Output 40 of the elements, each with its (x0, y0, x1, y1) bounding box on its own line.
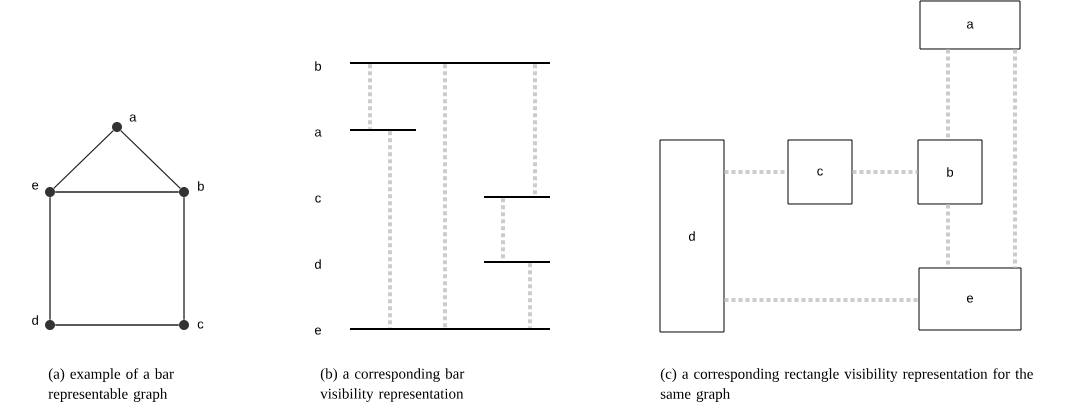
connector-line (54, 191, 180, 193)
connector-line (53, 129, 114, 189)
rectangle-box: b (917, 139, 983, 205)
connector-line (388, 131, 392, 328)
caption: (a) example of a bar representable graph (48, 368, 174, 402)
node-label: c (197, 321, 204, 329)
rectangle-box: d (659, 139, 725, 333)
connector-line (1013, 49, 1017, 268)
node-label: a (129, 114, 137, 122)
caption: (b) a corresponding bar visibility representation (320, 368, 465, 402)
connector-line (368, 64, 372, 129)
rectangle-box: c (787, 139, 853, 205)
bar (350, 128, 416, 132)
connector-line (443, 64, 447, 328)
connector-line (183, 196, 185, 321)
caption: (c) a corresponding rectangle visibility representation for the same graph (660, 368, 1033, 402)
bar (350, 327, 550, 331)
connector-line (724, 298, 919, 302)
connector-line (501, 198, 505, 261)
bar (350, 61, 550, 65)
connector-line (852, 170, 918, 174)
connector-line (724, 170, 788, 174)
connector-line (49, 196, 51, 321)
connector-line (946, 49, 950, 140)
rectangle-box: a (919, 0, 1021, 50)
node-label: b (315, 61, 322, 71)
connector-line (528, 263, 532, 328)
connector-line (120, 129, 181, 189)
node-label: d (32, 315, 38, 325)
row-label: d (314, 259, 321, 269)
node-label: a (314, 129, 322, 137)
node-label: e (314, 327, 322, 335)
rectangle-box: e (918, 267, 1022, 331)
bar (484, 195, 550, 199)
connector-line (533, 64, 537, 196)
row-label: c (315, 195, 321, 203)
bar (484, 260, 550, 264)
connector-line (54, 324, 180, 326)
node-label: e (32, 182, 39, 190)
node-label: b (198, 181, 204, 191)
